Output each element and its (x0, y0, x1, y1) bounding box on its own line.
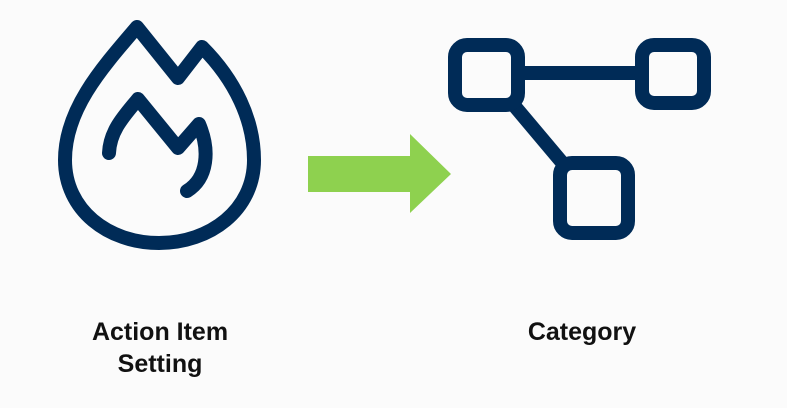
hierarchy-nodes-icon (448, 38, 711, 240)
arrow-right-icon (308, 134, 451, 213)
flame-icon (58, 20, 261, 250)
target-label: Category (527, 318, 637, 346)
source-label: Action Item Setting (40, 316, 280, 380)
node-bottom (553, 156, 635, 240)
node-top-right (635, 38, 711, 110)
source-label-line2: Setting (117, 350, 203, 378)
node-top-left (448, 38, 525, 112)
source-label-line1: Action Item (91, 318, 229, 346)
